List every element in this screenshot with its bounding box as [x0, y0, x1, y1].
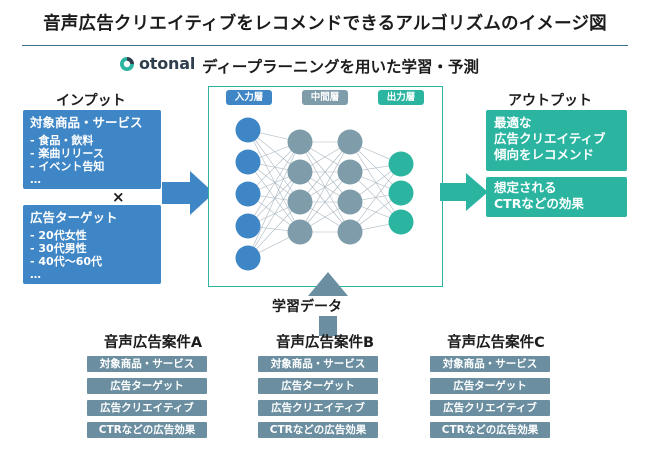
- output-effect-line: CTRなどの効果: [494, 196, 584, 211]
- hidden-node-2: [337, 219, 363, 245]
- input-target-heading: 広告ターゲット: [30, 210, 118, 225]
- input-arrow-icon: [162, 171, 214, 215]
- network-connection: [299, 141, 351, 233]
- output-recommend-box: 最適な 広告クリエイティブ 傾向をレコメンド: [486, 110, 627, 171]
- input-node: [235, 245, 261, 271]
- hidden-node-1: [287, 129, 313, 155]
- output-arrow-icon: [440, 173, 488, 211]
- input-node: [235, 149, 261, 175]
- case-column-a: 音声広告案件A: [78, 331, 228, 352]
- output-recommend-line: 傾向をレコメンド: [494, 147, 595, 162]
- network-connections: [247, 129, 402, 259]
- output-recommend-line: 最適な: [494, 115, 532, 130]
- list-item: …: [30, 268, 41, 281]
- network-connection: [247, 161, 301, 233]
- output-layer-label: 出力層: [378, 90, 424, 105]
- case-c-item: 広告ターゲット: [430, 378, 550, 394]
- list-item: - 楽曲リリース: [30, 147, 104, 160]
- case-a-item: 広告ターゲット: [87, 378, 207, 394]
- list-item: - 30代男性: [30, 242, 87, 255]
- otonal-logo-text: otonal: [139, 54, 196, 73]
- input-product-box: 対象商品・サービス - 食品・飲料 - 楽曲リリース - イベント告知 …: [23, 110, 161, 189]
- case-column-c: 音声広告案件C: [421, 331, 571, 352]
- network-connection: [299, 141, 351, 203]
- case-column-b: 音声広告案件B: [250, 331, 400, 352]
- case-c-title: 音声広告案件C: [447, 335, 545, 351]
- output-effect-box: 想定される CTRなどの効果: [486, 177, 627, 217]
- output-effect-line: 想定される: [494, 180, 557, 195]
- input-label: インプット: [56, 93, 126, 109]
- case-a-item: 広告クリエイティブ: [87, 400, 207, 416]
- diagram-subtitle: ディープラーニングを用いた学習・予測: [202, 58, 479, 76]
- output-node: [388, 209, 414, 235]
- network-nodes: [235, 117, 414, 271]
- neural-network-graph: [235, 117, 414, 271]
- list-item: - 食品・飲料: [30, 134, 94, 147]
- input-target-box: 広告ターゲット - 20代女性 - 30代男性 - 40代〜60代 …: [23, 205, 161, 284]
- network-connection: [247, 141, 301, 227]
- network-connection: [349, 163, 402, 233]
- multiply-icon: ×: [112, 188, 125, 206]
- hidden-node-1: [287, 219, 313, 245]
- network-connection: [247, 171, 301, 259]
- training-data-label: 学習データ: [270, 296, 344, 316]
- list-item: - イベント告知: [30, 160, 105, 173]
- network-connection: [247, 129, 301, 203]
- hidden-layer-label: 中間層: [302, 90, 348, 105]
- title-divider: [22, 45, 628, 46]
- case-b-item: CTRなどの広告効果: [258, 422, 378, 438]
- input-node: [235, 117, 261, 143]
- input-product-list: - 食品・飲料 - 楽曲リリース - イベント告知 …: [30, 134, 161, 186]
- output-recommend-line: 広告クリエイティブ: [494, 131, 606, 146]
- network-connection: [247, 129, 301, 233]
- case-b-title: 音声広告案件B: [275, 335, 375, 351]
- output-node: [388, 151, 414, 177]
- input-product-heading: 対象商品・サービス: [30, 115, 143, 130]
- output-label: アウトプット: [508, 93, 592, 109]
- input-node: [235, 181, 261, 207]
- network-connection: [247, 141, 301, 259]
- input-target-list: - 20代女性 - 30代男性 - 40代〜60代 …: [30, 229, 161, 281]
- list-item: - 20代女性: [30, 229, 87, 242]
- case-b-item: 広告ターゲット: [258, 378, 378, 394]
- case-a-item: CTRなどの広告効果: [87, 422, 207, 438]
- list-item: - 40代〜60代: [30, 255, 103, 268]
- case-a-item: 対象商品・サービス: [87, 356, 207, 372]
- otonal-logo: otonal: [120, 54, 195, 73]
- hidden-node-2: [337, 159, 363, 185]
- case-b-item: 対象商品・サービス: [258, 356, 378, 372]
- case-a-title: 音声広告案件A: [103, 335, 203, 351]
- case-c-item: 広告クリエイティブ: [430, 400, 550, 416]
- input-node: [235, 213, 261, 239]
- hidden-node-2: [337, 189, 363, 215]
- list-item: …: [30, 173, 41, 186]
- case-c-item: CTRなどの広告効果: [430, 422, 550, 438]
- network-connection: [349, 141, 402, 223]
- network-connection: [299, 171, 351, 233]
- network-connection: [247, 201, 301, 259]
- diagram-title: 音声広告クリエイティブをレコメンドできるアルゴリズムのイメージ図: [43, 14, 607, 34]
- case-b-item: 広告クリエイティブ: [258, 400, 378, 416]
- input-layer-label: 入力層: [226, 90, 272, 105]
- otonal-logo-icon: [120, 56, 134, 71]
- hidden-node-1: [287, 159, 313, 185]
- hidden-node-2: [337, 129, 363, 155]
- output-node: [388, 180, 414, 206]
- hidden-node-1: [287, 189, 313, 215]
- case-c-item: 対象商品・サービス: [430, 356, 550, 372]
